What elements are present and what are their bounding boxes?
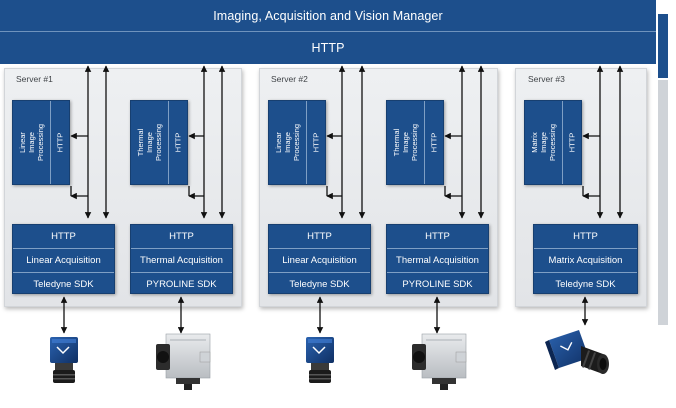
server-3-label: Server #3 — [528, 74, 565, 84]
processing-http: HTTP — [424, 101, 443, 184]
server-1-linear-stack: HTTP Linear Acquisition Teledyne SDK — [12, 224, 115, 294]
server-2-linear-processing: Linear Image Processing HTTP — [268, 100, 326, 185]
thermal-camera-icon — [156, 333, 211, 390]
processing-http: HTTP — [306, 101, 325, 184]
stack-sdk: PYROLINE SDK — [402, 278, 473, 290]
stack-sdk: PYROLINE SDK — [146, 278, 217, 290]
stack-http: HTTP — [534, 225, 637, 249]
manager-title-bar: Imaging, Acquisition and Vision Manager — [0, 0, 656, 32]
stack-http: HTTP — [131, 225, 232, 249]
server-2-label: Server #2 — [271, 74, 308, 84]
processing-http: HTTP — [50, 101, 69, 184]
server-1-label: Server #1 — [16, 74, 53, 84]
stack-http: HTTP — [269, 225, 370, 249]
stack-acquisition: Linear Acquisition — [13, 249, 114, 273]
http-bus-bar: HTTP — [0, 32, 656, 64]
server-3-matrix-processing: Matrix Image Processing HTTP — [524, 100, 582, 185]
server-1-thermal-processing: Thermal Image Processing HTTP — [130, 100, 188, 185]
thermal-camera-icon — [412, 333, 467, 390]
server-3-matrix-stack: HTTP Matrix Acquisition Teledyne SDK — [533, 224, 638, 294]
http-bus-label: HTTP — [311, 41, 345, 55]
manager-title: Imaging, Acquisition and Vision Manager — [213, 8, 443, 23]
stack-http: HTTP — [13, 225, 114, 249]
panel-side-edge — [658, 80, 668, 325]
stack-sdk: Teledyne SDK — [555, 278, 616, 290]
stack-acquisition: Thermal Acquisition — [131, 249, 232, 273]
bar-side-edge — [658, 14, 668, 78]
linear-camera-icon — [306, 337, 334, 383]
server-1-thermal-stack: HTTP Thermal Acquisition PYROLINE SDK — [130, 224, 233, 294]
stack-sdk: Teledyne SDK — [33, 278, 94, 290]
stack-sdk: Teledyne SDK — [289, 278, 350, 290]
connection-arrows — [60, 65, 624, 334]
processing-http: HTTP — [168, 101, 187, 184]
server-2-linear-stack: HTTP Linear Acquisition Teledyne SDK — [268, 224, 371, 294]
linear-camera-icon — [50, 337, 78, 383]
stack-acquisition: Thermal Acquisition — [387, 249, 488, 273]
processing-http: HTTP — [562, 101, 581, 184]
server-2-thermal-stack: HTTP Thermal Acquisition PYROLINE SDK — [386, 224, 489, 294]
matrix-camera-icon — [545, 330, 609, 374]
server-2-thermal-processing: Thermal Image Processing HTTP — [386, 100, 444, 185]
server-1-linear-processing: Linear Image Processing HTTP — [12, 100, 70, 185]
stack-http: HTTP — [387, 225, 488, 249]
stack-acquisition: Matrix Acquisition — [534, 249, 637, 273]
stack-acquisition: Linear Acquisition — [269, 249, 370, 273]
